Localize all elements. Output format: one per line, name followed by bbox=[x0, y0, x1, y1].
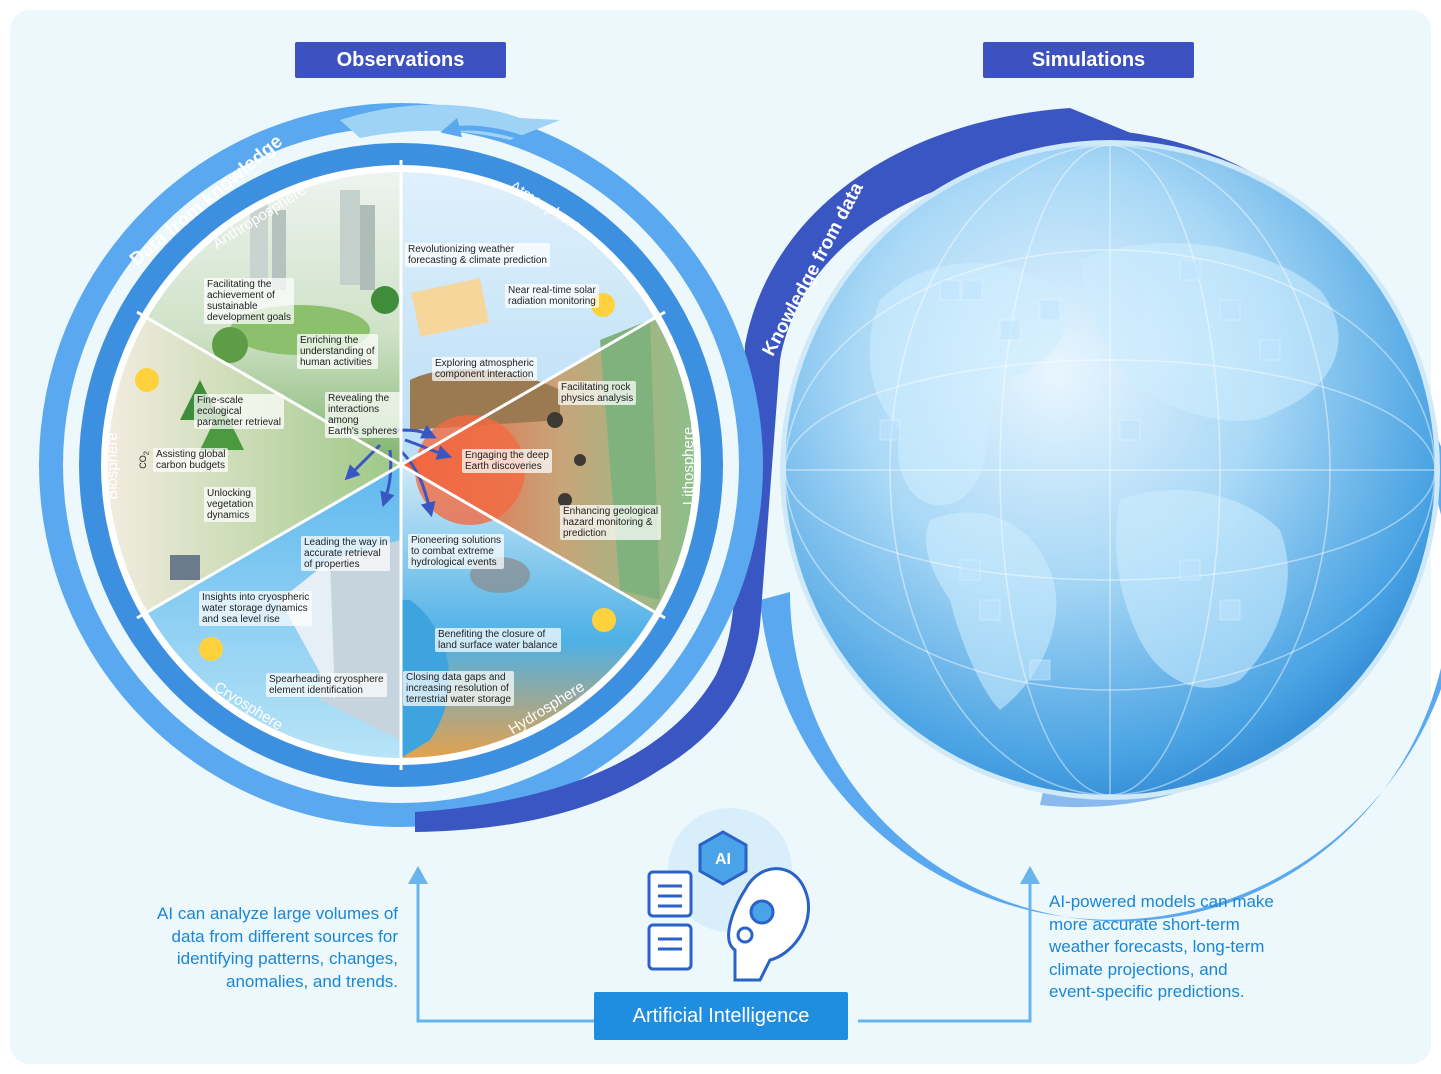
atmosphere-scene bbox=[410, 278, 615, 430]
data-from-knowledge-arrow bbox=[340, 104, 560, 149]
sector-dividers bbox=[136, 160, 666, 770]
arrowhead-right bbox=[1020, 866, 1040, 884]
label-biosphere: Biosphere bbox=[104, 432, 121, 500]
ai-icon-label: AI bbox=[715, 851, 731, 868]
label-lithosphere: Lithosphere bbox=[680, 427, 697, 505]
simulations-header: Simulations bbox=[983, 42, 1194, 78]
arrowhead-left bbox=[408, 866, 428, 884]
observations-header: Observations bbox=[295, 42, 506, 78]
co2-label: CO2 bbox=[137, 451, 151, 469]
artificial-intelligence-button: Artificial Intelligence bbox=[594, 992, 848, 1040]
sector-biosphere bbox=[108, 318, 401, 612]
connector-arrows bbox=[416, 880, 1032, 1023]
ai-robot-icon bbox=[647, 808, 810, 982]
globe bbox=[780, 140, 1440, 800]
